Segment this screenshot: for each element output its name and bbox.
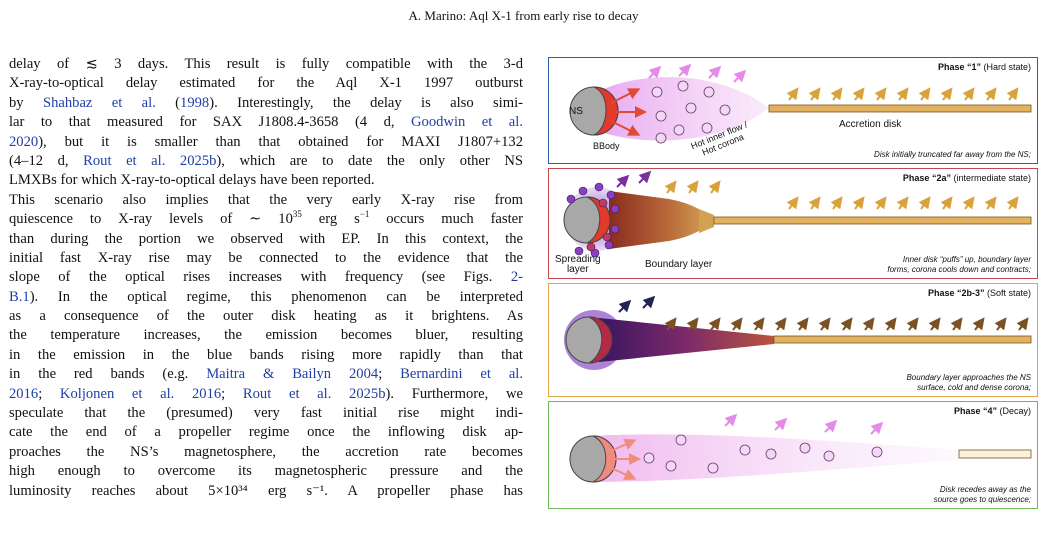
phase-2b-3-title: Phase “2b-3” (Soft state) <box>927 288 1031 298</box>
text-line: initial fast X-ray rise may be connected… <box>9 249 523 266</box>
citation-link[interactable]: Maitra & Bailyn 2004 <box>206 366 379 383</box>
text-line: by Shahbaz et al. (1998). Interestingly,… <box>9 94 523 111</box>
boundary-layer-label: Boundary layer <box>645 259 713 270</box>
citation-link[interactable]: Goodwin et al. <box>411 114 523 131</box>
text-line: proaches the NS’s magnetosphere, the acc… <box>9 443 523 460</box>
text-line: delay of ≲ 3 days. This result is fully … <box>9 56 523 72</box>
text-line: X-ray-to-optical delay estimated for the… <box>9 75 523 92</box>
text-line: cate the end of a propeller regime once … <box>9 424 523 441</box>
ns-label: NS <box>569 106 583 117</box>
running-header: A. Marino: Aql X-1 from early rise to de… <box>408 8 639 23</box>
citation-link[interactable]: Bernardini et al. <box>400 366 523 383</box>
citation-link[interactable]: Shahbaz et al. <box>42 94 156 111</box>
text-line: B.1). In the optical regime, this phenom… <box>9 288 523 305</box>
phase-2b-3-drawing <box>564 295 1032 370</box>
citation-link[interactable]: 2016 <box>9 385 39 402</box>
phase-2a-panel: Phase “2a” (intermediate state) Spreadin… <box>548 168 1038 279</box>
text-line: quiescence to X-ray levels of ∼ 1035 erg… <box>9 210 523 228</box>
bbody-label: BBody <box>593 141 620 151</box>
text-line: high enough to overcome its magnetospher… <box>9 463 523 480</box>
body-text-column: delay of ≲ 3 days. This result is fully … <box>9 55 523 501</box>
text-line: speculate that the (presumed) very fast … <box>9 405 523 422</box>
text-line: luminosity reaches about 5×10³⁴ erg s⁻¹.… <box>9 482 523 499</box>
text-line: than during the portion we observed with… <box>9 230 523 247</box>
text-line: This scenario also implies that the very… <box>9 191 523 208</box>
citation-link[interactable]: Rout et al. 2025b <box>83 152 217 169</box>
phase-1-title: Phase “1” (Hard state) <box>937 62 1031 72</box>
phase-1-panel: Phase “1” (Hard state) NS BBody Hot inne… <box>548 57 1038 164</box>
phase-4-drawing <box>569 413 1032 483</box>
figure-link[interactable]: 2- <box>510 269 523 286</box>
citation-link[interactable]: Rout et al. 2025b <box>242 385 386 402</box>
text-line: the temperature increases, the emission … <box>9 327 523 344</box>
phase-4-title: Phase “4” (Decay) <box>953 406 1031 416</box>
text-line: slope of the optical rises increases wit… <box>9 269 523 286</box>
outburst-phases-figure: Phase “1” (Hard state) NS BBody Hot inne… <box>548 57 1038 509</box>
text-line: LMXBs for which X-ray-to-optical delays … <box>9 172 375 189</box>
citation-link[interactable]: 2020 <box>9 133 39 150</box>
text-line: 2016; Koljonen et al. 2016; Rout et al. … <box>9 385 523 402</box>
text-line: in the red bands (e.g. Maitra & Bailyn 2… <box>9 366 523 383</box>
text-line: 2020), but it is smaller than that obtai… <box>9 133 523 150</box>
phase-2a-title: Phase “2a” (intermediate state) <box>902 173 1031 183</box>
text-line: in the emission in the blue bands rising… <box>9 346 523 363</box>
phase-1-caption: Disk initially truncated far away from t… <box>874 150 1031 159</box>
citation-link[interactable]: Koljonen et al. 2016 <box>59 385 222 402</box>
phase-2a-drawing <box>563 170 1032 258</box>
citation-link[interactable]: 1998 <box>180 94 210 111</box>
text-line: lar to that measured for SAX J1808.4-365… <box>9 114 523 131</box>
phase-2b-3-panel: Phase “2b-3” (Soft state) Boundary layer… <box>548 283 1038 397</box>
figure-link[interactable]: B.1 <box>9 288 30 305</box>
accretion-disk-label: Accretion disk <box>839 119 902 130</box>
text-line: (4–12 d, Rout et al. 2025b), which are t… <box>9 152 523 169</box>
phase-4-panel: Phase “4” (Decay) Disk recedes away as t… <box>548 401 1038 509</box>
phase-1-drawing <box>569 63 1032 144</box>
text-line: as a consequence of the outer disk heati… <box>9 308 523 325</box>
